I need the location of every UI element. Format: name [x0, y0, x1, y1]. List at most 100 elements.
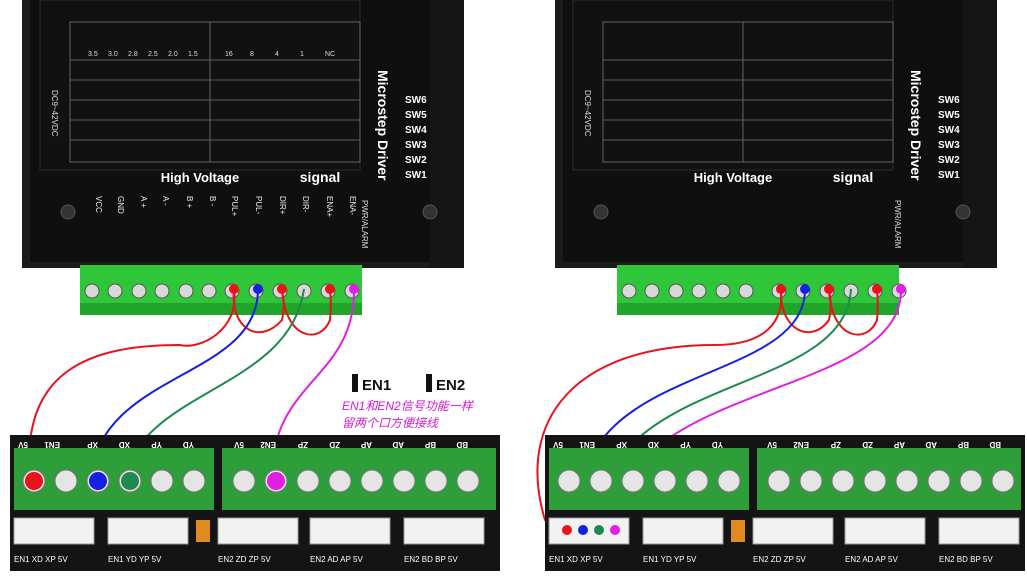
connector-label-4-b: EN2 AD AP 5V — [845, 555, 898, 564]
sw3-label-2: SW3 — [938, 140, 960, 151]
label-ap-b: AP — [893, 440, 905, 449]
terminal-label-a-plus: A + — [139, 196, 148, 208]
driver-terminal-block-2 — [617, 265, 907, 315]
signal-label-2: signal — [833, 169, 873, 185]
sw5-label: SW5 — [405, 110, 427, 121]
label-5v-b: 5V — [553, 440, 563, 449]
pwr-alarm-label: PWR/ALARM — [360, 200, 369, 249]
label-xd: XD — [119, 440, 130, 449]
table-row-1: 3.5 — [88, 51, 98, 58]
dip-switch-table — [69, 21, 361, 163]
table-row-11: NC — [325, 51, 335, 58]
label-bd: BD — [456, 440, 468, 449]
label-yp: YP — [151, 440, 162, 449]
connector-label-2-b: EN1 YD YP 5V — [643, 555, 697, 564]
label-en1: EN1 — [44, 440, 60, 449]
high-voltage-label-2: High Voltage — [694, 170, 772, 185]
breakout-board-2: 5V EN1 XP XD YP YD 5V EN2 ZP ZD AP AD BP… — [545, 435, 1025, 571]
label-bp: BP — [424, 440, 436, 449]
driver-title-2: Microstep Driver — [908, 70, 924, 181]
label-zd: ZD — [329, 440, 340, 449]
en2-label: EN2 — [436, 377, 465, 394]
label-yd-b: YD — [712, 440, 723, 449]
sw1-label-2: SW1 — [938, 170, 960, 181]
driver-title: Microstep Driver — [375, 70, 391, 181]
connector-label-3-b: EN2 ZD ZP 5V — [753, 555, 806, 564]
wire-jumper-dir-ena — [281, 288, 332, 336]
high-voltage-label: High Voltage — [161, 170, 239, 185]
connector-label-1: EN1 XD XP 5V — [14, 555, 68, 564]
terminal-label-gnd: GND — [116, 196, 125, 214]
terminal-label-pul-minus: PUL- — [254, 196, 263, 215]
connector-label-5-b: EN2 BD BP 5V — [939, 555, 993, 564]
label-ad-b: AD — [925, 440, 937, 449]
table-row-3: 2.8 — [128, 51, 138, 58]
terminal-label-a-minus: A - — [161, 196, 170, 206]
connector-label-3: EN2 ZD ZP 5V — [218, 555, 271, 564]
terminal-label-dir-minus: DIR- — [301, 196, 310, 213]
en-labels: EN1 EN2 EN1和EN2信号功能一样 留两个口方便接线 — [342, 374, 475, 430]
table-row-9: 4 — [275, 51, 279, 58]
pwr-alarm-label-2: PWR/ALARM — [893, 200, 902, 249]
label-zd-b: ZD — [862, 440, 873, 449]
sw6-label-2: SW6 — [938, 95, 960, 106]
label-ad: AD — [392, 440, 404, 449]
sw4-label: SW4 — [405, 125, 427, 136]
stepper-driver-2: High Voltage signal Microstep Driver SW6… — [555, 0, 997, 268]
label-5v-2: 5V — [234, 440, 244, 449]
label-zp-b: ZP — [830, 440, 841, 449]
terminal-label-ena-minus: ENA- — [348, 196, 357, 215]
label-en2: EN2 — [260, 440, 276, 449]
terminal-label-ena-plus: ENA+ — [325, 196, 334, 217]
stepper-driver: 3.5 3.0 2.8 2.5 2.0 1.5 16 8 4 1 NC High… — [22, 0, 464, 268]
connector-label-4: EN2 AD AP 5V — [310, 555, 363, 564]
label-5v: 5V — [18, 440, 28, 449]
note-line-2: 留两个口方便接线 — [342, 416, 439, 430]
table-row-7: 16 — [225, 51, 233, 58]
label-bp-b: BP — [957, 440, 969, 449]
breakout-board: 5V EN1 XP XD YP YD 5V EN2 ZP ZD AP AD BP… — [10, 435, 500, 571]
en1-label: EN1 — [362, 377, 391, 394]
label-xd-b: XD — [648, 440, 659, 449]
label-bd-b: BD — [989, 440, 1001, 449]
wiring-diagram-right: High Voltage signal Microstep Driver SW6… — [515, 0, 1027, 571]
table-row-2: 3.0 — [108, 51, 118, 58]
signal-label: signal — [300, 169, 340, 185]
table-row-10: 1 — [300, 51, 304, 58]
sw6-label: SW6 — [405, 95, 427, 106]
label-yd: YD — [183, 440, 194, 449]
driver-terminal-block — [80, 265, 362, 315]
terminal-label-b-plus: B + — [185, 196, 194, 209]
label-yp-b: YP — [680, 440, 691, 449]
table-row-5: 2.0 — [168, 51, 178, 58]
wire-5v-red — [28, 288, 236, 481]
sw4-label-2: SW4 — [938, 125, 960, 136]
label-xp: XP — [87, 440, 98, 449]
terminal-label-dir-plus: DIR+ — [278, 196, 287, 215]
sw2-label-2: SW2 — [938, 155, 960, 166]
terminal-label-b-minus: B - — [208, 196, 217, 207]
table-row-4: 2.5 — [148, 51, 158, 58]
voltage-label-2: DC9~42VDC — [583, 90, 592, 137]
connector-label-2: EN1 YD YP 5V — [108, 555, 162, 564]
label-zp: ZP — [297, 440, 308, 449]
label-xp-b: XP — [616, 440, 627, 449]
sw5-label-2: SW5 — [938, 110, 960, 121]
connector-label-1-b: EN1 XD XP 5V — [549, 555, 603, 564]
table-row-8: 8 — [250, 51, 254, 58]
label-5v-2b: 5V — [767, 440, 777, 449]
note-line-1: EN1和EN2信号功能一样 — [342, 399, 475, 413]
sw2-label: SW2 — [405, 155, 427, 166]
label-en1-b: EN1 — [579, 440, 595, 449]
sw1-label: SW1 — [405, 170, 427, 181]
wiring-diagram-left: 3.5 3.0 2.8 2.5 2.0 1.5 16 8 4 1 NC High… — [0, 0, 512, 571]
sw3-label: SW3 — [405, 140, 427, 151]
table-row-6: 1.5 — [188, 51, 198, 58]
terminal-label-vcc: VCC — [94, 196, 103, 213]
connector-label-5: EN2 BD BP 5V — [404, 555, 458, 564]
label-ap: AP — [360, 440, 372, 449]
terminal-label-pul-plus: PUL+ — [230, 196, 239, 217]
label-en2-b: EN2 — [793, 440, 809, 449]
voltage-label: DC9~42VDC — [50, 90, 59, 137]
wire-jumper-dir-ena-2 — [828, 288, 879, 336]
